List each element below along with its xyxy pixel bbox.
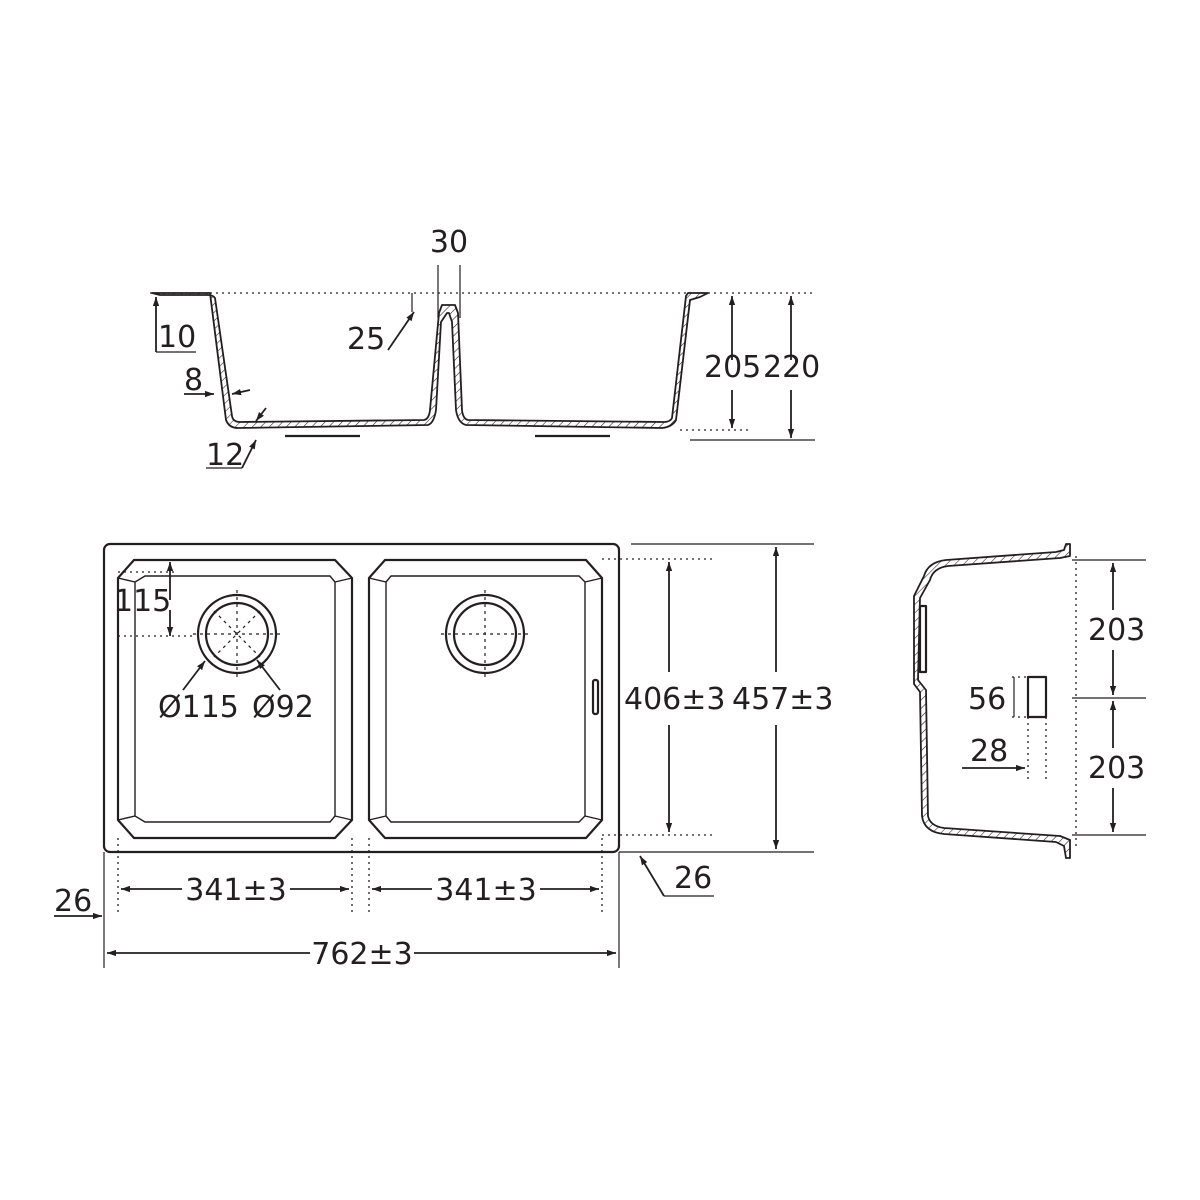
label-wall-thickness: 8 [184, 363, 203, 398]
left-bowl-corner [117, 815, 136, 821]
section-view: 30 10 25 8 12 205 220 [150, 225, 820, 473]
dim-12-arrow-a [255, 407, 267, 422]
label-overall-width: 762±3 [311, 937, 412, 972]
label-drain-offset: 115 [114, 584, 171, 619]
right-bowl-corner [368, 577, 387, 583]
left-bowl-corner [334, 577, 353, 583]
label-drain-outer-diameter: Ø115 [158, 690, 239, 725]
right-bowl-corner [368, 815, 387, 821]
label-bowl-depth: 406±3 [624, 682, 725, 717]
side-profile [913, 543, 1071, 859]
dim-12-arrow-b [241, 439, 257, 469]
label-drain-inner-diameter: Ø92 [252, 690, 314, 725]
left-bowl-inner [134, 575, 336, 823]
label-inner-depth: 205 [704, 350, 761, 385]
right-bowl-inner [385, 575, 586, 823]
dim-26r-arrow [639, 855, 665, 897]
label-rim-offset-left: 26 [54, 884, 92, 919]
label-overall-depth: 457±3 [732, 682, 833, 717]
section-profile [151, 292, 709, 429]
label-upper-half: 203 [1088, 613, 1145, 648]
label-lower-half: 203 [1088, 751, 1145, 786]
side-handle-recess [918, 604, 928, 674]
label-rim-offset-right: 26 [674, 861, 712, 896]
label-bowl-width-right: 341±3 [435, 873, 536, 908]
plan-view: 115 Ø115 Ø92 406±3 457±3 26 26 [54, 542, 833, 972]
left-bowl-corner [117, 577, 136, 583]
left-drain-outer [196, 593, 278, 675]
side-overflow-box [1026, 675, 1048, 719]
plan-left-bowl [116, 558, 354, 840]
dim-d115-arrow [182, 660, 206, 691]
right-drain-inner [452, 601, 518, 667]
right-drain-outer [444, 593, 526, 675]
side-view: 203 203 56 28 [913, 543, 1146, 859]
label-bowl-width-left: 341±3 [185, 873, 286, 908]
left-bowl-corner [334, 815, 353, 821]
plan-outer-rim [102, 542, 621, 854]
left-bowl-outer [116, 558, 354, 840]
label-top-width: 30 [430, 225, 468, 260]
label-overflow-height: 56 [968, 682, 1006, 717]
right-bowl-corner [584, 815, 603, 821]
label-bottom-thickness: 12 [206, 438, 244, 473]
right-bowl-corner [584, 577, 603, 583]
label-divider-offset: 25 [347, 322, 385, 357]
left-drain-inner [204, 601, 270, 667]
dim-25-arrow [387, 311, 415, 351]
label-total-depth: 220 [763, 350, 820, 385]
right-bowl-outer [367, 558, 604, 840]
label-overflow-width: 28 [970, 734, 1008, 769]
plan-right-bowl [367, 558, 604, 840]
dim-d92-arrow [256, 659, 281, 691]
label-rim-thickness: 10 [158, 320, 196, 355]
dim-8-arrow-b [231, 388, 251, 396]
overflow-slot [591, 678, 600, 716]
